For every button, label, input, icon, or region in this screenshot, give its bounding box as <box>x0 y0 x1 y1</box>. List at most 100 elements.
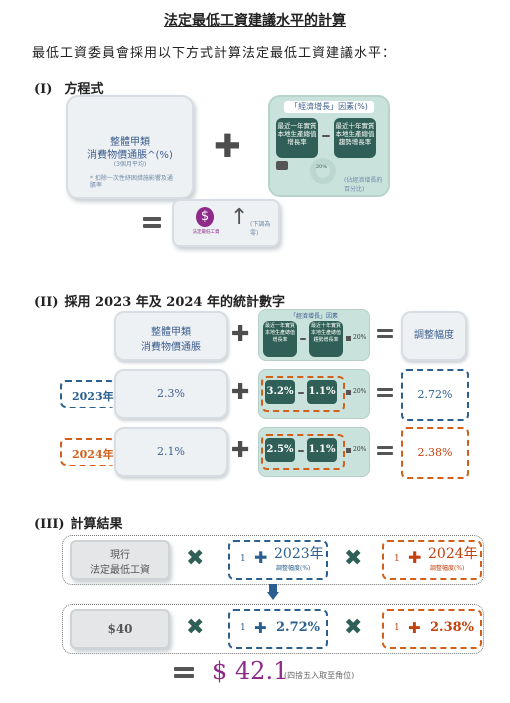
pct-2024: 20% <box>353 446 367 453</box>
multiply-icon: ✖ <box>344 615 363 640</box>
header-result-card: 調整幅度 <box>401 311 467 361</box>
cpi-value-2023: 2.3% <box>114 369 228 419</box>
cpi-card: 整體甲類 消費物價通脹^(%) (3個月平均) * 扣除一次性紓困措施影響及通脹… <box>66 95 194 199</box>
header-cpi-2: 消費物價通脹 <box>141 342 201 353</box>
one-2024-value: 1 <box>394 623 400 633</box>
result-2024: 2.38% <box>401 427 469 479</box>
header-cpi-1: 整體甲類 <box>151 327 191 338</box>
econ-row-2024: 2.5% 1.1% 20% <box>258 427 370 477</box>
econ-note: (佔經濟增長的百分比) <box>344 177 383 193</box>
econ-pct: 20% <box>316 164 328 170</box>
header-econ-box-2: 最近十年實質本地生產總值趨勢增長率 <box>309 321 343 357</box>
equals-bar-2 <box>377 452 393 455</box>
equals-bar-2 <box>377 394 393 397</box>
cpi-note: * 扣除一次性紓困措施影響及通脹率 <box>90 175 173 189</box>
values-row <box>62 604 484 654</box>
plus-icon: ✚ <box>231 322 250 347</box>
cpi-small: (3個月平均) <box>113 161 147 168</box>
year-label-2023: 2023年 <box>68 385 118 407</box>
wage-value: $40 <box>70 609 170 649</box>
current-wage-2: 法定最低工資 <box>90 565 150 576</box>
pct-2023: 20% <box>353 388 367 395</box>
one-2023: 1 <box>240 554 246 564</box>
current-wage-1: 現行 <box>110 550 130 561</box>
plus-icon: ✚ <box>408 619 421 637</box>
equals-bar-2 <box>143 224 161 228</box>
result-card: $ 法定最低工資 ↑ (下調為零) <box>172 199 280 247</box>
one-2024: 1 <box>394 554 400 564</box>
equals-bar-1 <box>377 329 393 332</box>
section-2-number: (II) <box>34 295 59 310</box>
multiply-icon <box>346 336 351 341</box>
plus-icon: ✚ <box>231 380 250 405</box>
adj-2024-formula: 1 ✚ 2024年 調整幅度(%) <box>382 540 482 580</box>
section-3-heading: (III) 計算結果 <box>34 513 123 532</box>
equals-bar-1 <box>174 667 194 671</box>
adj-2023-value: 2.72% <box>276 620 321 635</box>
current-wage-card: 現行 法定最低工資 <box>70 540 170 580</box>
econ-dash-2024 <box>261 434 345 470</box>
plus-icon: ✚ <box>408 548 422 567</box>
one-2023-value: 1 <box>240 623 246 633</box>
g1-value-2023: 3.2% <box>265 380 295 404</box>
adj-2023-value-box: 1 ✚ 2.72% <box>228 609 328 649</box>
section-1-heading: (I) 方程式 <box>34 78 104 97</box>
minus-icon <box>322 135 330 137</box>
equals-bar-1 <box>143 217 161 221</box>
result-2023: 2.72% <box>401 369 469 421</box>
final-value: $ 42.1 <box>212 657 289 685</box>
multiply-icon: ✖ <box>186 546 205 571</box>
g2-value-2024: 1.1% <box>307 438 337 462</box>
adj-label-2024: 調整幅度(%) <box>430 565 465 572</box>
econ-dash-2023 <box>261 376 345 412</box>
multiply-icon <box>346 390 351 395</box>
adj-label-2023: 調整幅度(%) <box>276 565 311 572</box>
page-title: 法定最低工資建議水平的計算 <box>164 13 346 29</box>
adj-2024-value-box: 1 ✚ 2.38% <box>382 609 482 649</box>
result-icon-label: 法定最低工資 <box>192 230 220 235</box>
year-2024: 2024年 <box>428 546 478 562</box>
section-2-label: 採用 2023 年及 2024 年的統計數字 <box>64 295 285 310</box>
equals-bar-2 <box>174 674 194 678</box>
result-note: (下調為零) <box>250 221 271 237</box>
up-arrow-icon: ↑ <box>230 205 249 230</box>
multiply-icon: ✖ <box>186 615 205 640</box>
econ-box-2: 最近十年實質本地生產總值趨勢增長率 <box>334 118 376 158</box>
intro-text: 最低工資委員會採用以下方式計算法定最低工資建議水平： <box>32 46 397 61</box>
adj-2024-value: 2.38% <box>430 620 475 635</box>
minus-icon <box>298 450 304 452</box>
plus-icon: ✚ <box>254 619 267 637</box>
final-note: (四捨五入取至角位) <box>284 671 355 680</box>
section-3-number: (III) <box>34 517 65 532</box>
econ-box-1: 最近一年實質本地生產總值增長率 <box>276 118 318 158</box>
cpi-value-2024: 2.1% <box>114 427 228 477</box>
pie-icon <box>310 158 336 184</box>
econ-card: 「經濟增長」因素(%) 最近一年實質本地生產總值增長率 最近十年實質本地生產總值… <box>268 95 390 197</box>
header-econ-card: 「經濟增長」因素 最近一年實質本地生產總值增長率 最近十年實質本地生產總值趨勢增… <box>258 309 370 361</box>
plus-icon: ✚ <box>231 438 250 463</box>
g1-value-2024: 2.5% <box>265 438 295 462</box>
equals-bar-1 <box>377 388 393 391</box>
cpi-label-1: 整體甲類 <box>110 137 150 148</box>
plus-icon: ✚ <box>254 548 268 567</box>
header-econ-title: 「經濟增長」因素 <box>289 313 338 320</box>
minus-icon <box>300 338 306 340</box>
section-2-heading: (II) 採用 2023 年及 2024 年的統計數字 <box>34 291 285 310</box>
plus-icon: ✚ <box>214 127 241 165</box>
year-label-2024: 2024年 <box>68 443 118 465</box>
header-econ-box-1: 最近一年實質本地生產總值增長率 <box>263 321 297 357</box>
multiply-icon <box>276 161 288 170</box>
section-3-label: 計算結果 <box>70 517 123 532</box>
equals-bar-2 <box>377 335 393 338</box>
cpi-label-2: 消費物價通脹^(%) <box>87 150 173 161</box>
header-pct: 20% <box>353 334 367 341</box>
multiply-icon <box>346 448 351 453</box>
adj-2023-formula: 1 ✚ 2023年 調整幅度(%) <box>228 540 328 580</box>
header-cpi-card: 整體甲類 消費物價通脹 <box>114 311 228 361</box>
dollar-icon: $ <box>196 207 214 227</box>
year-2023: 2023年 <box>274 546 324 562</box>
econ-title: 「經濟增長」因素(%) <box>284 101 374 113</box>
multiply-icon: ✖ <box>344 546 363 571</box>
section-1-number: (I) <box>34 82 53 97</box>
econ-row-2023: 3.2% 1.1% 20% <box>258 369 370 419</box>
